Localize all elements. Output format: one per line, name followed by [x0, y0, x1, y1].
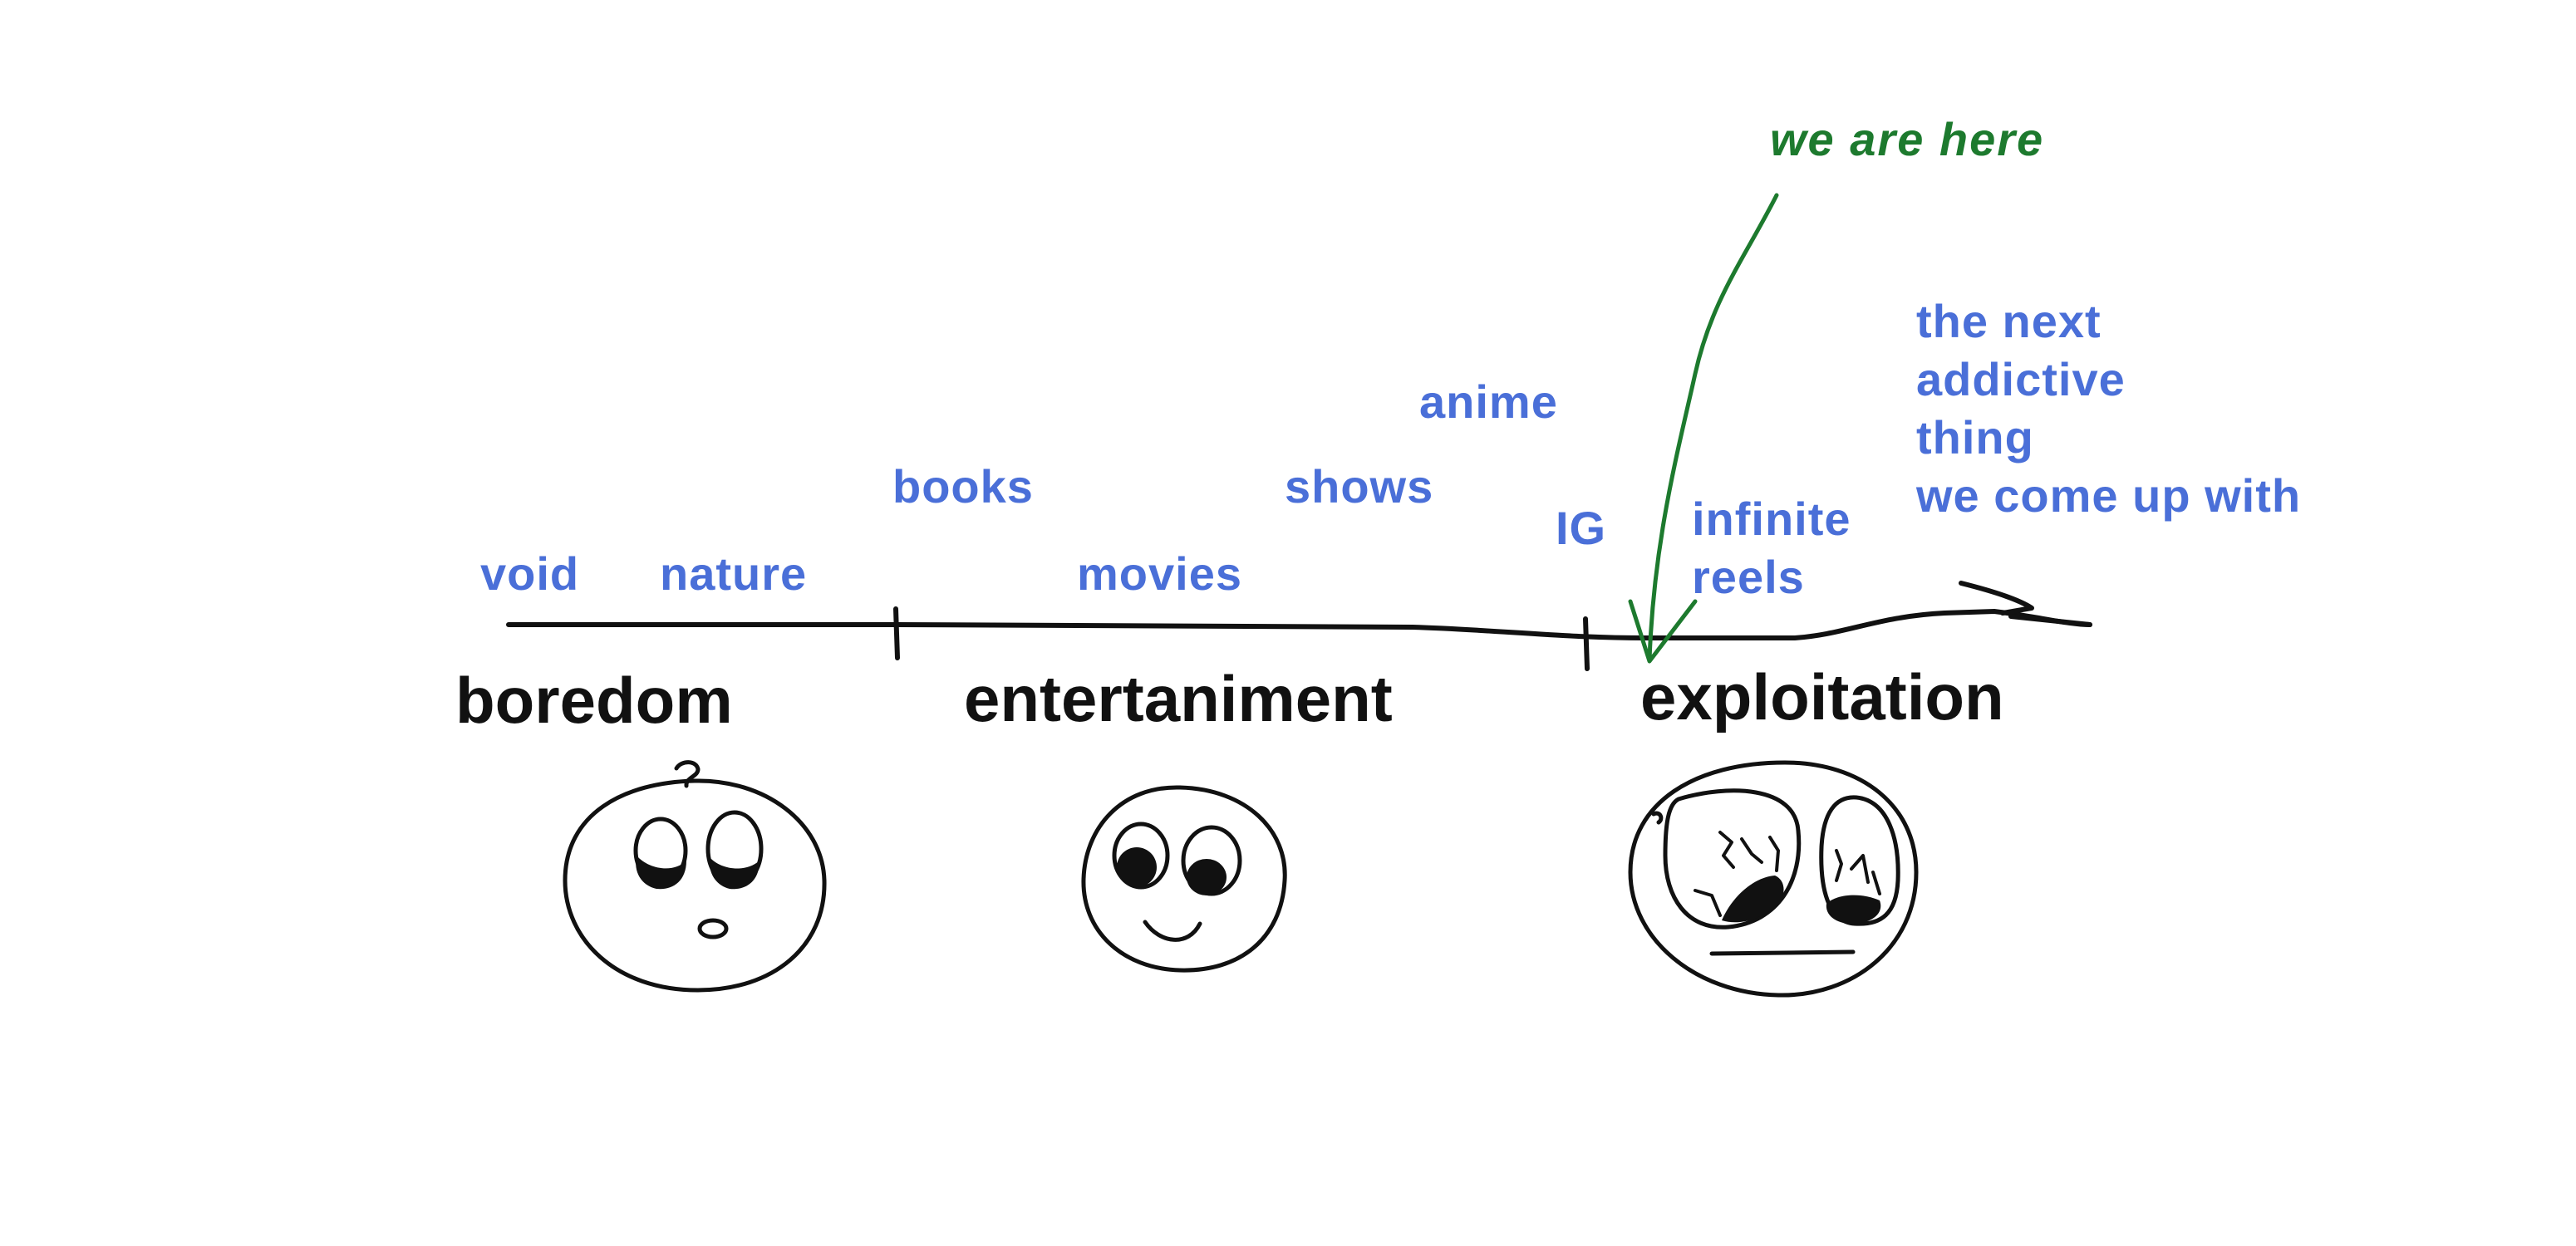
we-are-here-label: we are here	[1770, 113, 2045, 165]
item-next-thing-line: the next	[1916, 295, 2102, 347]
item-movies: movies	[1077, 547, 1242, 600]
bored-face-icon	[563, 760, 827, 993]
item-next-addictive-thing: the next addictive thing we come up with	[1916, 292, 2301, 525]
item-ig: IG	[1556, 502, 1607, 554]
phase-boredom: boredom	[455, 664, 733, 737]
item-nature: nature	[660, 547, 808, 600]
item-infinite-reels-line: infinite	[1692, 493, 1851, 545]
item-next-thing-line: we come up with	[1916, 469, 2302, 522]
phase-exploitation: exploitation	[1640, 660, 2004, 733]
we-are-here-arrowhead	[1628, 599, 1698, 664]
exploited-face-icon	[1628, 760, 1919, 998]
item-next-thing-line: thing	[1916, 411, 2034, 464]
smiling-face-icon	[1081, 785, 1287, 973]
timeline-arrowhead	[1959, 581, 2092, 627]
tick-entertainment-exploitation	[1583, 616, 1590, 671]
we-are-here-arrow	[1647, 193, 1779, 663]
item-infinite-reels-line: reels	[1692, 551, 1805, 603]
item-infinite-reels: infinite reels	[1692, 490, 1851, 606]
item-next-thing-line: addictive	[1916, 353, 2126, 405]
tick-boredom-entertainment	[893, 606, 900, 660]
item-shows: shows	[1285, 460, 1434, 513]
item-void: void	[480, 547, 580, 600]
item-anime: anime	[1419, 375, 1558, 428]
phase-entertainment: entertaniment	[964, 662, 1393, 735]
timeline-axis	[506, 609, 2092, 640]
item-books: books	[892, 460, 1034, 513]
